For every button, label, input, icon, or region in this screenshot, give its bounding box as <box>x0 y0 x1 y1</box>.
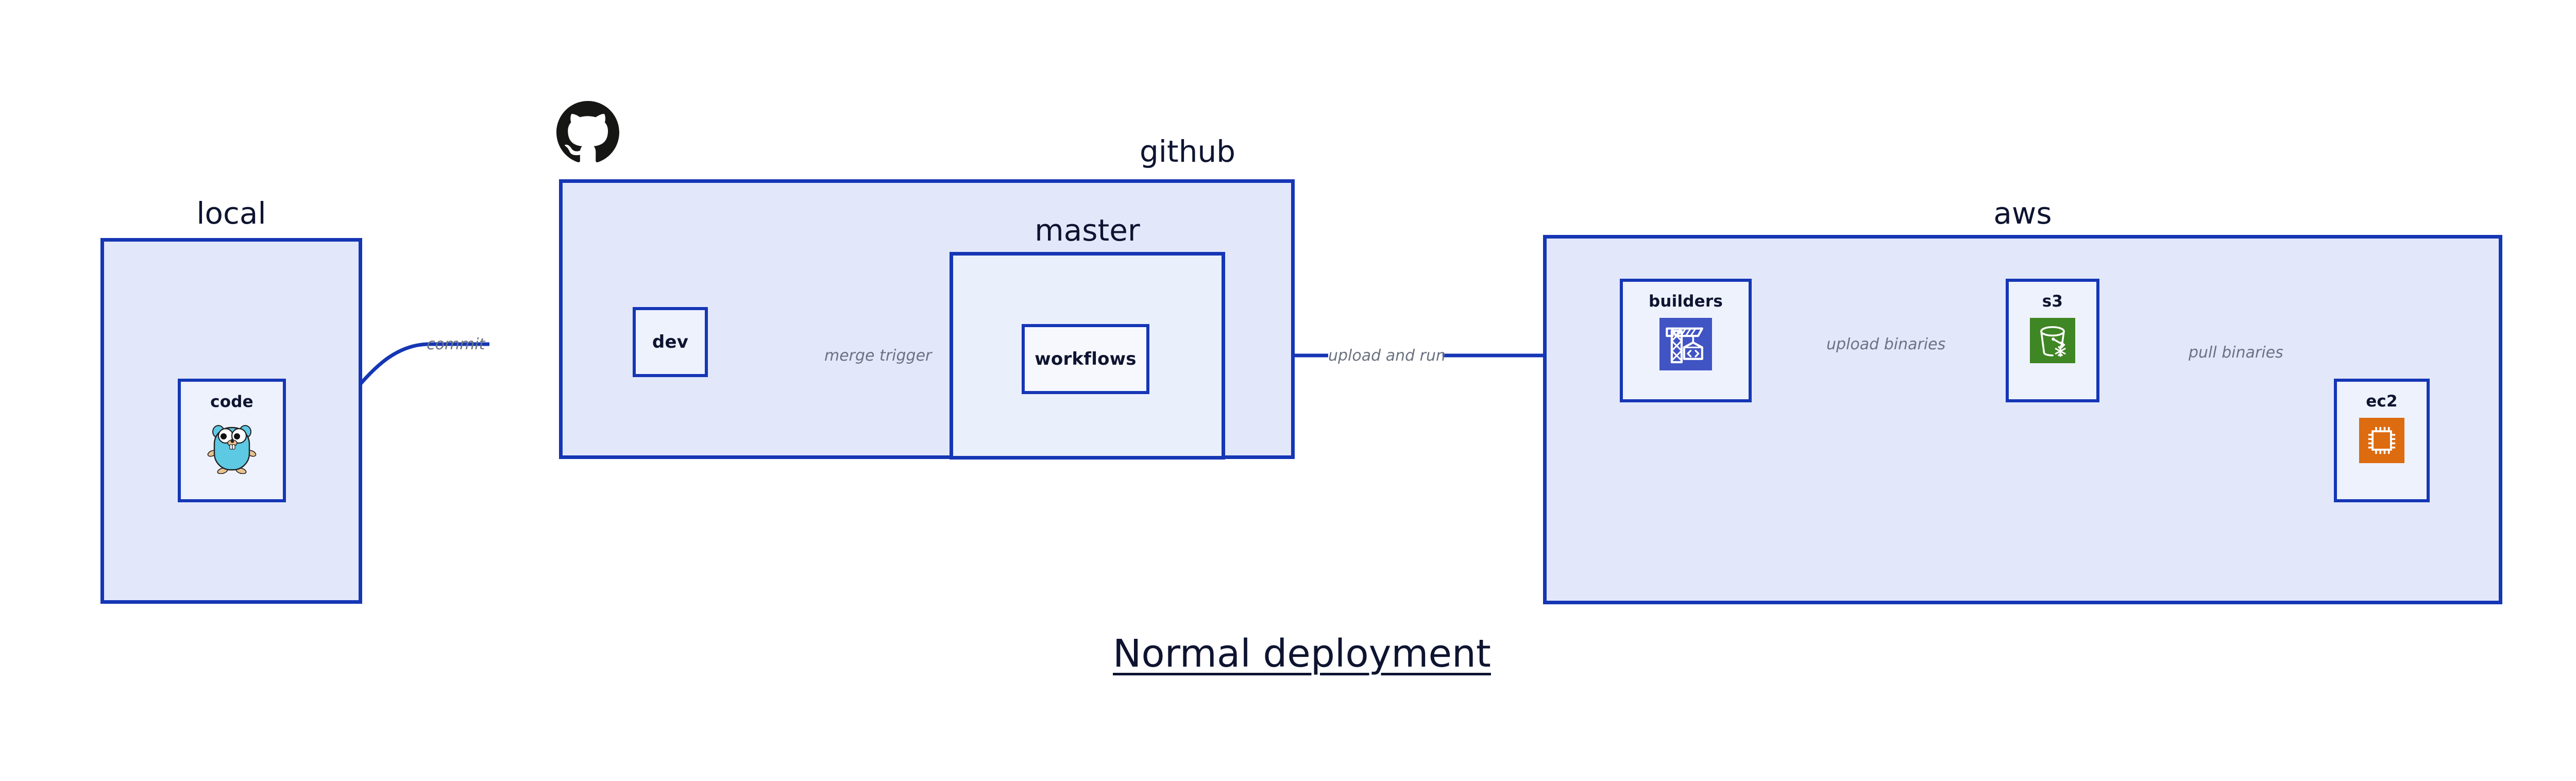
node-code[interactable]: code <box>178 379 286 502</box>
node-dev[interactable]: dev <box>633 307 708 377</box>
node-builders[interactable]: builders <box>1620 279 1752 402</box>
group-local-label: local <box>196 196 266 231</box>
node-s3[interactable]: s3 <box>2006 279 2099 402</box>
group-github-label: github <box>1139 134 1235 169</box>
node-dev-label: dev <box>652 332 689 352</box>
diagram-title: Normal deployment <box>1113 632 1491 676</box>
node-code-label: code <box>210 393 253 411</box>
node-builders-label: builders <box>1648 292 1723 311</box>
group-master-label: master <box>1035 213 1140 248</box>
edge-label-pull-binaries: pull binaries <box>2189 344 2283 362</box>
aws-s3-glacier-icon <box>2030 318 2075 363</box>
node-workflows[interactable]: workflows <box>1022 324 1149 394</box>
edge-label-merge-trigger: merge trigger <box>824 347 932 365</box>
group-aws-label: aws <box>1993 196 2052 231</box>
node-s3-label: s3 <box>2042 292 2063 311</box>
edge-label-upload-and-run: upload and run <box>1328 347 1446 365</box>
node-workflows-label: workflows <box>1035 349 1137 369</box>
node-ec2[interactable]: ec2 <box>2334 379 2430 502</box>
edge-label-commit: commit <box>427 335 485 353</box>
aws-codebuild-icon <box>1659 318 1712 370</box>
github-octocat-icon <box>556 101 619 164</box>
edge-label-upload-binaries: upload binaries <box>1826 335 1946 353</box>
node-ec2-label: ec2 <box>2366 392 2398 411</box>
aws-ec2-icon <box>2359 418 2404 463</box>
go-gopher-icon <box>207 419 257 474</box>
